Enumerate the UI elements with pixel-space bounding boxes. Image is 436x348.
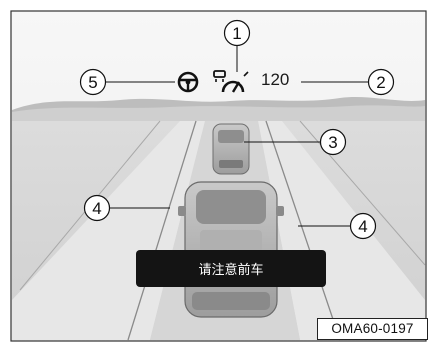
callout-4-left: 4	[83, 194, 111, 222]
figure-code: OMA60-0197	[317, 318, 428, 340]
callout-4-left-number: 4	[92, 199, 101, 218]
lead-vehicle	[212, 123, 250, 175]
callout-3: 3	[319, 128, 347, 156]
horizon-hills-near	[12, 105, 425, 125]
callout-4-right-number: 4	[358, 217, 367, 236]
left-lane-line	[127, 120, 197, 341]
callout-5-number: 5	[88, 73, 97, 92]
callout-1: 1	[223, 19, 251, 47]
front-vehicle-alert: 请注意前车	[136, 250, 326, 287]
callout-1-number: 1	[232, 24, 241, 43]
right-lane-line	[265, 120, 341, 341]
callout-4-right: 4	[349, 212, 377, 240]
speed-readout: 120	[261, 70, 290, 89]
callout-2-number: 2	[376, 73, 385, 92]
leader-lines	[106, 46, 368, 227]
callout-3-number: 3	[328, 133, 337, 152]
steering-wheel-icon	[177, 71, 199, 93]
callout-2: 2	[367, 68, 395, 96]
adaptive-cruise-gauge-icon	[213, 70, 249, 93]
callout-5: 5	[79, 68, 107, 96]
